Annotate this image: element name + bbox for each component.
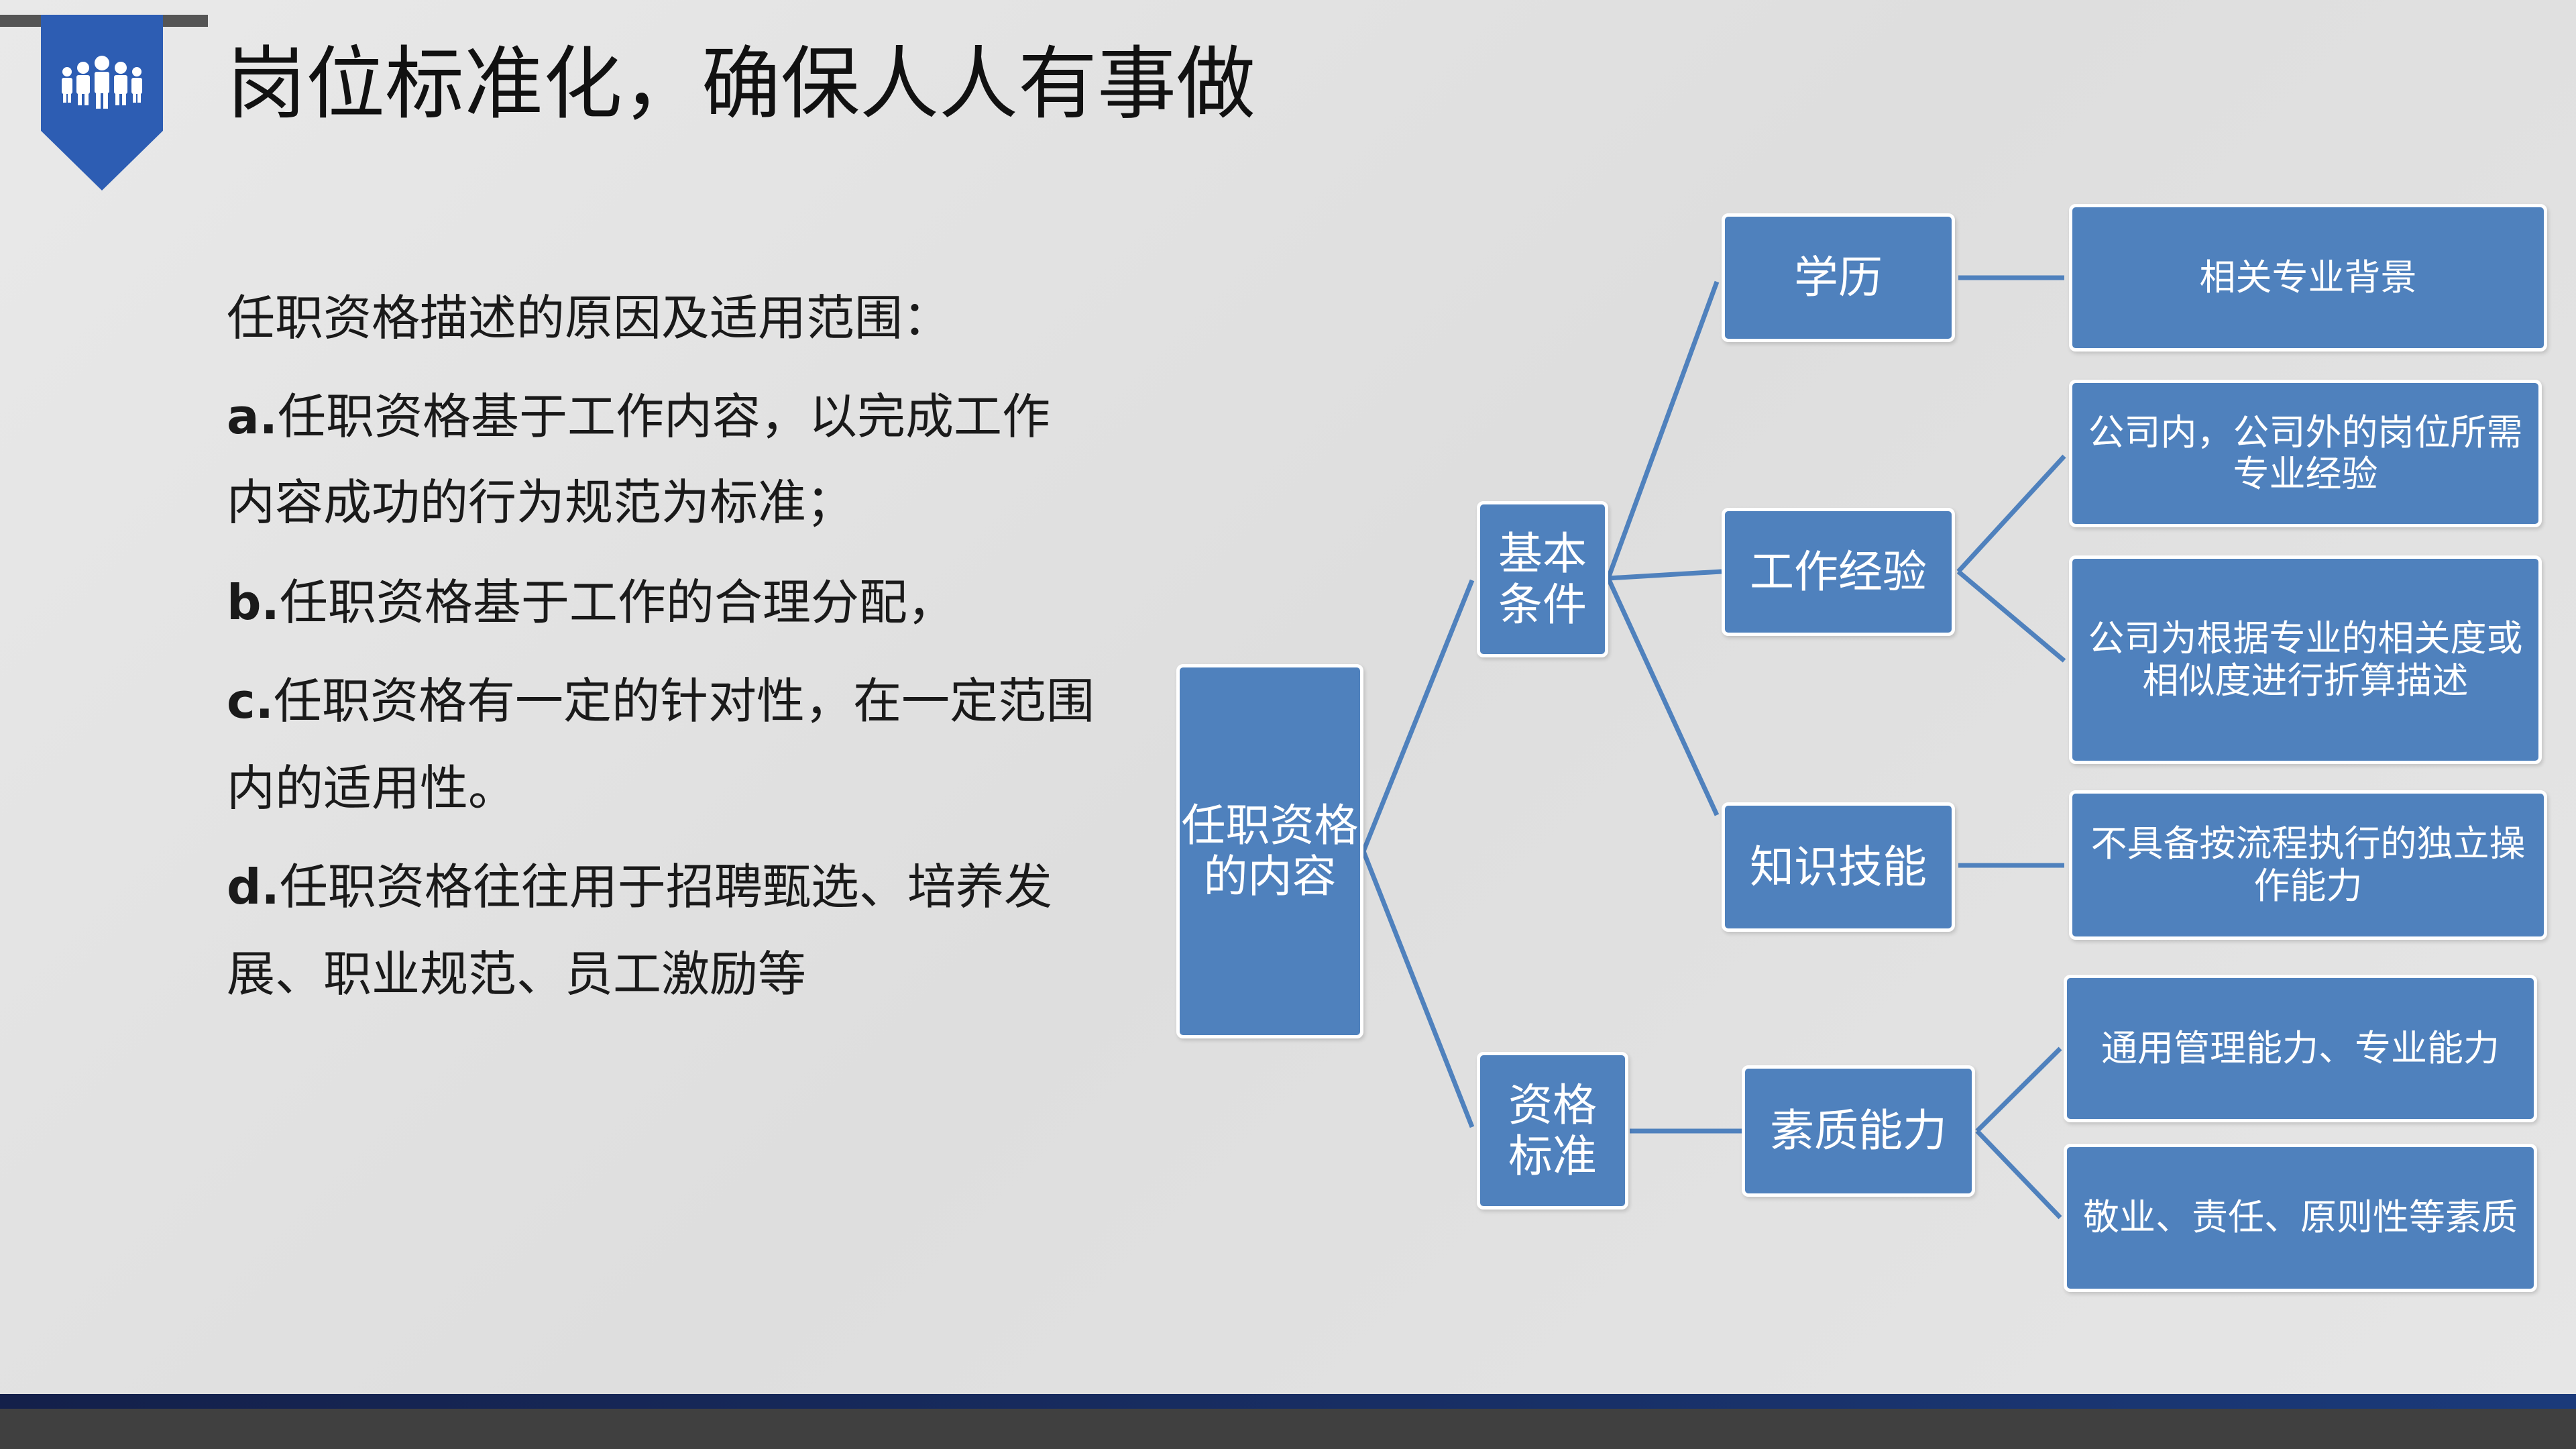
- leaf-quality-detail-1: 通用管理能力、专业能力: [2064, 975, 2537, 1122]
- item-a-line1: a.任职资格基于工作内容，以完成工作: [227, 388, 1050, 445]
- node-quality-ability: 素质能力: [1742, 1065, 1975, 1197]
- footer-gray-bar: [0, 1409, 2576, 1449]
- leaf-knowledge-detail: 不具备按流程执行的独立操作能力: [2069, 790, 2547, 940]
- leaf-experience-detail-1: 公司内，公司外的岗位所需专业经验: [2069, 380, 2542, 527]
- root-node: 任职资格的内容: [1176, 664, 1363, 1038]
- footer-navy-bar: [0, 1394, 2576, 1409]
- page-title: 岗位标准化，确保人人有事做: [227, 38, 1256, 130]
- node-education: 学历: [1722, 213, 1955, 342]
- leaf-education-detail: 相关专业背景: [2069, 204, 2547, 352]
- item-d-line2: 展、职业规范、员工激励等: [227, 946, 807, 1002]
- item-d-line1: d.任职资格往往用于招聘甄选、培养发: [227, 859, 1052, 915]
- node-knowledge-skills: 知识技能: [1722, 802, 1955, 932]
- people-group-icon: [62, 56, 142, 109]
- node-qualification-standard: 资格标准: [1477, 1052, 1628, 1210]
- leaf-quality-detail-2: 敬业、责任、原则性等素质: [2064, 1144, 2537, 1292]
- body-heading: 任职资格描述的原因及适用范围：: [227, 290, 952, 346]
- item-b-line1: b.任职资格基于工作的合理分配，: [227, 574, 956, 631]
- node-work-experience: 工作经验: [1722, 508, 1955, 636]
- node-basic-conditions: 基本条件: [1477, 501, 1608, 657]
- item-a-line2: 内容成功的行为规范为标准；: [227, 474, 855, 531]
- item-c-line2: 内的适用性。: [227, 760, 517, 816]
- item-c-line1: c.任职资格有一定的针对性，在一定范围: [227, 673, 1095, 729]
- leaf-experience-detail-2: 公司为根据专业的相关度或相似度进行折算描述: [2069, 555, 2542, 764]
